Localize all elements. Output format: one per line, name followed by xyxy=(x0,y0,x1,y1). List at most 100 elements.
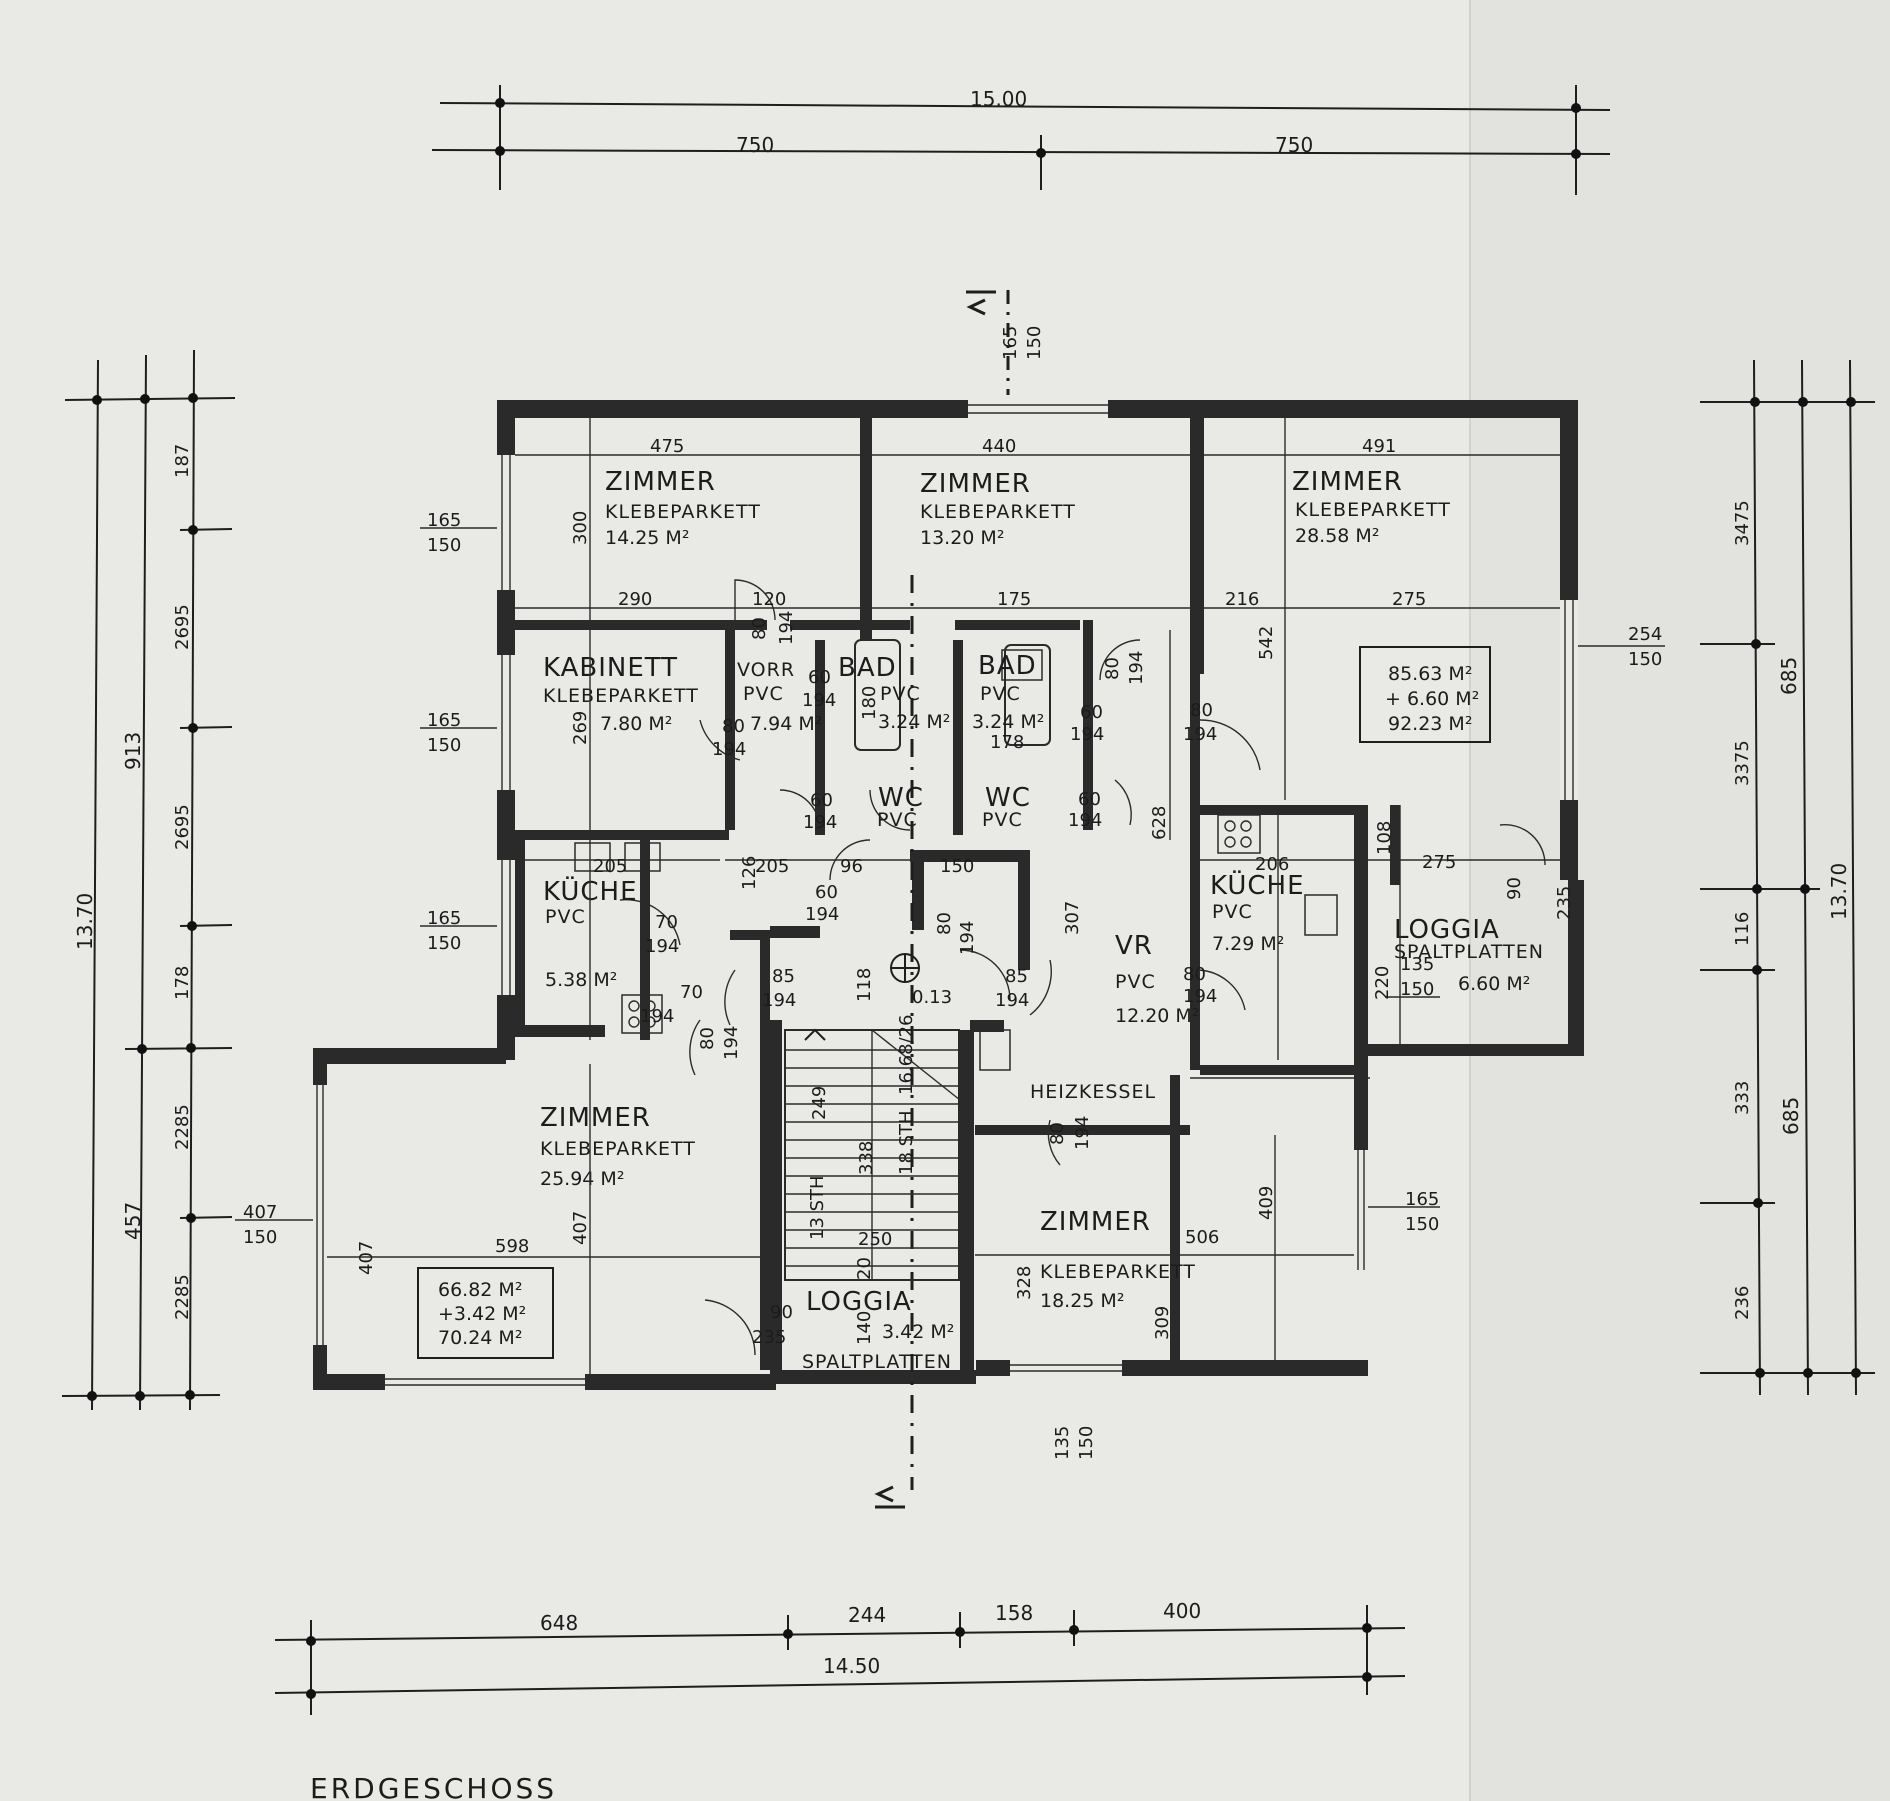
inner-walls xyxy=(515,414,1400,1370)
door-dim-a: 90 xyxy=(770,1302,793,1323)
dim-307: 307 xyxy=(1062,901,1083,935)
dim-309: 309 xyxy=(1152,1306,1173,1340)
area-line: 70.24 M² xyxy=(438,1327,522,1349)
door-dim-a: 85 xyxy=(1005,966,1028,987)
door-dim-b: 194 xyxy=(805,904,839,925)
room-area: 3.24 M² xyxy=(972,711,1044,733)
top-dimensions: 15.00 750 750 xyxy=(431,85,1611,195)
door-dim-a: 80 xyxy=(697,1027,718,1050)
room-area: 3.24 M² xyxy=(878,711,950,733)
room-area: 7.94 M² xyxy=(750,713,822,735)
area-line: 66.82 M² xyxy=(438,1279,522,1301)
door-dim-b: 194 xyxy=(1126,651,1147,685)
dim-407b: 407 xyxy=(570,1211,591,1245)
door-dim-b: 194 xyxy=(802,690,836,711)
dim-right-total: 13.70 xyxy=(1827,863,1851,920)
dim-top-right: 750 xyxy=(1275,133,1313,157)
room-area: 18.25 M² xyxy=(1040,1290,1124,1312)
dim-542: 542 xyxy=(1256,626,1277,660)
room-name: ZIMMER xyxy=(1040,1207,1151,1237)
room-area: 5.38 M² xyxy=(545,969,617,991)
room-floor: KLEBEPARKETT xyxy=(540,1138,696,1160)
dim-right-p5: 236 xyxy=(1732,1286,1753,1320)
door-dim-b: 194 xyxy=(995,990,1029,1011)
stove-kueche-e xyxy=(1217,814,1261,854)
dim-175: 175 xyxy=(997,589,1031,610)
room-area: 13.20 M² xyxy=(920,527,1004,549)
door-dim-b: 235 xyxy=(752,1327,786,1348)
dim-275b: 275 xyxy=(1422,852,1456,873)
dim-220: 220 xyxy=(1372,966,1393,1000)
win-right-1-bottom: 150 xyxy=(1628,649,1662,670)
room-dimensions: 475 440 491 300 290 120 175 216 275 542 … xyxy=(327,418,1575,1380)
room-name: VR xyxy=(1115,931,1153,961)
bathtub-west xyxy=(854,639,901,751)
door-dim-a: 60 xyxy=(810,790,833,811)
door-dim-a: 70 xyxy=(680,982,703,1003)
dim-18sth: 18 STH xyxy=(896,1110,917,1175)
room-floor: PVC xyxy=(743,683,784,705)
dim-180: 180 xyxy=(859,686,880,720)
area-line: +3.42 M² xyxy=(438,1303,526,1325)
win-left-3-top: 165 xyxy=(427,908,461,929)
staircase xyxy=(784,1028,961,1281)
room-name: KABINETT xyxy=(543,653,678,683)
area-line: 92.23 M² xyxy=(1388,713,1472,735)
dim-013: 0.13 xyxy=(912,987,952,1008)
room-bad-w: BAD PVC 3.24 M² xyxy=(838,653,950,733)
dim-250: 250 xyxy=(858,1229,892,1250)
room-name: BAD xyxy=(978,651,1037,681)
door-dim-b: 194 xyxy=(1070,724,1104,745)
room-wc-e: WC PVC xyxy=(982,783,1030,831)
dim-407a: 407 xyxy=(356,1241,377,1275)
room-floor: PVC xyxy=(1115,971,1156,993)
dim-206: 206 xyxy=(1255,854,1289,875)
dim-269: 269 xyxy=(570,711,591,745)
right-dimensions: 13.70 685 685 3475 3375 116 333 236 xyxy=(1700,359,1875,1396)
door-dim-b: 194 xyxy=(1072,1116,1093,1150)
room-floor: SPALTPLATTEN xyxy=(802,1351,952,1373)
win-left-2-top: 165 xyxy=(427,710,461,731)
door-dim-a: 80 xyxy=(1047,1122,1068,1145)
dim-right-p1: 3475 xyxy=(1732,500,1753,546)
room-loggia-e: LOGGIA SPALTPLATTEN 6.60 M² xyxy=(1394,915,1543,995)
room-floor: PVC xyxy=(880,683,921,705)
dim-598: 598 xyxy=(495,1236,529,1257)
win-left-1-top: 165 xyxy=(427,510,461,531)
door-dim-a: 80 xyxy=(1183,964,1206,985)
dim-left-p6: 2285 xyxy=(172,1274,193,1320)
door-dim-b: 194 xyxy=(776,611,797,645)
dim-118: 118 xyxy=(854,968,875,1002)
room-name: ZIMMER xyxy=(920,469,1031,499)
room-name: BAD xyxy=(838,653,897,683)
room-area: 14.25 M² xyxy=(605,527,689,549)
room-floor: KLEBEPARKETT xyxy=(605,501,761,523)
dim-right-mid-2: 685 xyxy=(1779,1097,1803,1135)
section-line xyxy=(874,290,1010,1509)
door-dim-b: 194 xyxy=(1183,986,1217,1007)
room-name: WC xyxy=(878,783,924,813)
dim-338: 338 xyxy=(856,1141,877,1175)
dim-left-p2: 2695 xyxy=(172,604,193,650)
door-dim-a: 80 xyxy=(749,617,770,640)
room-name: KÜCHE xyxy=(1210,869,1305,901)
door-dim-a: 80 xyxy=(1190,700,1213,721)
room-area: 12.20 M² xyxy=(1115,1005,1199,1027)
room-area: 3.42 M² xyxy=(882,1321,954,1343)
room-zimmer-sw: ZIMMER KLEBEPARKETT 25.94 M² xyxy=(540,1103,696,1190)
dim-108: 108 xyxy=(1374,821,1395,855)
room-name: ZIMMER xyxy=(1292,467,1403,497)
dim-left-p5: 2285 xyxy=(172,1104,193,1150)
dim-90: 90 xyxy=(1504,877,1525,900)
win-bottom-bottom: 150 xyxy=(1076,1426,1097,1460)
dim-300: 300 xyxy=(570,511,591,545)
dim-left-p1: 187 xyxy=(172,444,193,478)
door-dim-b: 194 xyxy=(1183,724,1217,745)
dim-left-p4: 178 xyxy=(172,966,193,1000)
dim-bottom-4: 400 xyxy=(1163,1599,1201,1623)
win-loggia-bottom: 150 xyxy=(1400,979,1434,1000)
room-name: LOGGIA xyxy=(806,1287,912,1317)
win-right-1-top: 254 xyxy=(1628,624,1662,645)
sink-kueche-e xyxy=(1304,894,1338,936)
